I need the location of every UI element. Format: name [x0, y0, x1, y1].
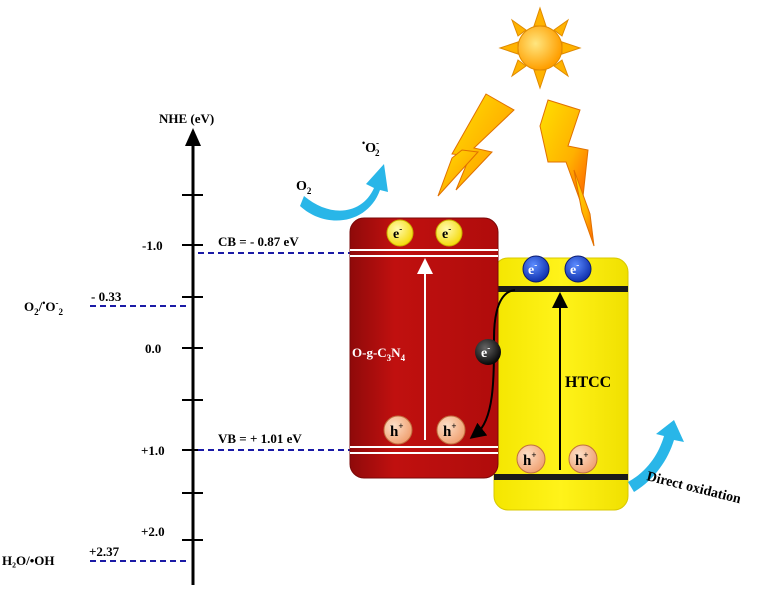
ogcn-label: O-g-C3N4 [352, 345, 406, 363]
h2o-oh-label: H₂O/•OH [2, 553, 55, 568]
hole-particle: h+ [436, 415, 466, 445]
vb-label: VB = + 1.01 eV [218, 431, 302, 446]
svg-text:e-: e- [570, 260, 579, 278]
svg-text:e-: e- [442, 224, 451, 242]
electron-particle: e- [435, 219, 463, 247]
light-bolt-icon [539, 99, 595, 247]
direct-oxidation-label: Direct oxidation [645, 469, 743, 507]
electron-transfer-arrow [469, 289, 516, 439]
sun-icon [498, 6, 582, 90]
tick-label: +1.0 [141, 443, 165, 458]
o2-reactant-label: O2 [296, 179, 312, 196]
o2-potential-value: - 0.33 [91, 289, 122, 304]
hole-particle: h+ [383, 415, 413, 445]
tick-label: 0.0 [145, 341, 161, 356]
svg-text:h+: h+ [575, 450, 588, 469]
o2-label: O [24, 299, 34, 314]
svg-text:e-: e- [393, 224, 402, 242]
htcc-label: HTCC [565, 374, 611, 391]
tick-label: -1.0 [142, 238, 163, 253]
direct-oxidation-arrow [628, 420, 684, 492]
svg-text:h+: h+ [443, 421, 456, 440]
svg-text:O2/•O-2: O2/•O-2 [24, 298, 64, 317]
superoxide-product-label: •O-2 [362, 138, 380, 158]
light-bolt-icon [437, 93, 515, 197]
svg-text:e-: e- [481, 343, 490, 361]
h2o-potential-value: +2.37 [89, 544, 120, 559]
o2-superoxide-level: O2/•O-2 - 0.33 [24, 289, 190, 317]
svg-text:h+: h+ [390, 421, 403, 440]
transfer-electron: e- [475, 339, 501, 365]
svg-text:h+: h+ [523, 450, 536, 469]
electron-particle: e- [522, 255, 550, 283]
energy-axis: NHE (eV) -1.0 0.0 +1.0 +2.0 [141, 111, 214, 585]
o2-reduction-arrow [300, 164, 388, 221]
htcc-block: HTCC [493, 257, 629, 511]
ogcn-block: O-g-C3N4 [349, 217, 499, 479]
tick-label: +2.0 [141, 524, 165, 539]
hole-particle: h+ [516, 444, 546, 474]
cb-label: CB = - 0.87 eV [218, 234, 299, 249]
h2o-oh-level: H₂O/•OH +2.37 [2, 544, 190, 568]
hole-particle: h+ [568, 444, 598, 474]
electron-particle: e- [564, 255, 592, 283]
axis-title: NHE (eV) [159, 111, 214, 126]
electron-particle: e- [386, 219, 414, 247]
svg-text:e-: e- [528, 260, 537, 278]
